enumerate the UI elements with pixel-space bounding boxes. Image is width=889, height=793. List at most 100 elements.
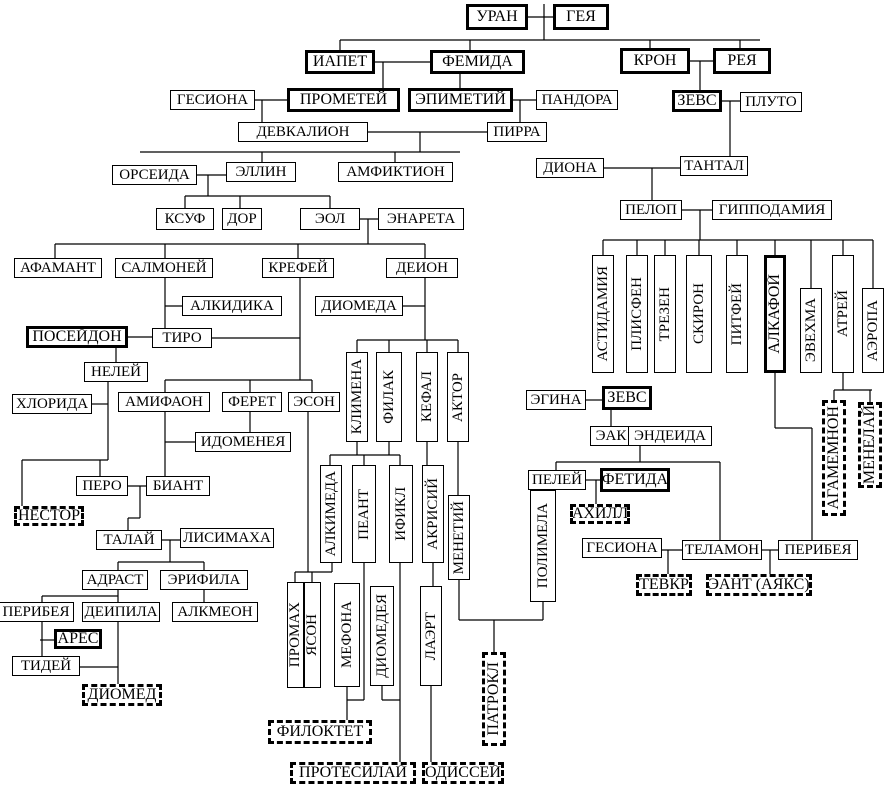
person-name: НЕСТОР bbox=[17, 507, 80, 524]
person-box-pitfey: ПИТФЕЙ bbox=[726, 255, 748, 373]
person-box-erifila: ЭРИФИЛА bbox=[160, 570, 248, 590]
person-box-adrast: АДРАСТ bbox=[82, 570, 148, 590]
person-box-pirra: ПИРРА bbox=[487, 122, 547, 142]
person-box-enareta: ЭНАРЕТА bbox=[378, 208, 464, 230]
person-box-pluto: ПЛУТО bbox=[740, 92, 802, 112]
person-box-menelay: МЕНЕЛАЙ bbox=[858, 402, 882, 488]
person-name: АХИЛЛ bbox=[571, 505, 629, 522]
person-box-iapet: ИАПЕТ bbox=[305, 50, 375, 74]
person-name: ИФИКЛ bbox=[392, 487, 409, 541]
person-name: ЭПИМЕТИЙ bbox=[415, 91, 506, 108]
person-name: ЭСОН bbox=[293, 393, 335, 410]
person-box-filoktet: ФИЛОКТЕТ bbox=[268, 720, 372, 744]
person-box-atrey: АТРЕЙ bbox=[832, 255, 854, 373]
person-name: ПЕРИБЕЯ bbox=[784, 541, 852, 558]
person-name: ДИОМЕД bbox=[87, 686, 157, 703]
person-name: ЭОЛ bbox=[314, 210, 346, 227]
person-name: ГИППОДАМИЯ bbox=[718, 201, 826, 218]
person-name: ПРОМАХ bbox=[287, 602, 303, 668]
person-name: ПОЛИМЕЛА bbox=[534, 503, 551, 589]
person-box-odissey: ОДИССЕЙ bbox=[422, 762, 504, 784]
person-box-dor: ДОР bbox=[222, 208, 262, 230]
person-name: МЕФОНА bbox=[338, 601, 355, 669]
person-box-gesiona1: ГЕСИОНА bbox=[170, 90, 255, 110]
person-box-skiron: СКИРОН bbox=[686, 255, 712, 373]
person-box-ares: АРЕС bbox=[54, 629, 102, 649]
person-box-filak: ФИЛАК bbox=[376, 352, 402, 442]
person-box-uran: УРАН bbox=[466, 4, 528, 30]
person-box-laert: ЛАЭРТ bbox=[420, 586, 442, 686]
person-name: ИАПЕТ bbox=[312, 53, 368, 70]
person-box-alkmeon: АЛКМЕОН bbox=[172, 602, 258, 622]
person-box-feret: ФЕРЕТ bbox=[222, 392, 282, 412]
person-name: ПЕЛЕЙ bbox=[532, 471, 582, 488]
person-name: ОДИССЕЙ bbox=[425, 764, 501, 781]
person-name: УРАН bbox=[476, 8, 518, 25]
person-name: АЛКАФОЙ bbox=[766, 274, 783, 354]
person-name: ЛАЭРТ bbox=[422, 611, 439, 661]
person-name: ОРСЕИДА bbox=[119, 166, 190, 183]
person-box-menetiy: МЕНЕТИЙ bbox=[448, 495, 470, 580]
person-box-diomedeya: ДИОМЕДЕЯ bbox=[370, 586, 394, 686]
person-box-peant: ПЕАНТ bbox=[352, 465, 376, 563]
person-name: ЭГИНА bbox=[530, 391, 582, 408]
person-box-endeida: ЭНДЕИДА bbox=[628, 426, 712, 446]
person-box-geya: ГЕЯ bbox=[553, 4, 609, 30]
person-box-akrisiy: АКРИСИЙ bbox=[422, 465, 444, 563]
person-name: ПАНДОРА bbox=[541, 91, 613, 108]
person-box-hlorida: ХЛОРИДА bbox=[12, 394, 92, 414]
person-box-tidey: ТИДЕЙ bbox=[12, 656, 80, 676]
person-box-zevs2: ЗЕВС bbox=[602, 386, 652, 410]
person-box-pandora: ПАНДОРА bbox=[536, 90, 618, 110]
person-box-poseydon: ПОСЕЙДОН bbox=[26, 326, 128, 348]
person-name: АТРЕЙ bbox=[834, 290, 851, 338]
person-name: САЛМОНЕЙ bbox=[121, 259, 207, 276]
person-name: ТАНТАЛ bbox=[684, 157, 744, 174]
person-box-kefal: КЕФАЛ bbox=[416, 352, 438, 442]
person-box-alkafoy: АЛКАФОЙ bbox=[764, 255, 786, 373]
person-box-astidamiya: АСТИДАМИЯ bbox=[592, 255, 614, 373]
person-name: ЗЕВС bbox=[607, 389, 647, 406]
person-box-devkalion: ДЕВКАЛИОН bbox=[238, 122, 368, 142]
person-box-peley: ПЕЛЕЙ bbox=[528, 470, 586, 490]
person-name: МЕНЕЛАЙ bbox=[861, 405, 878, 485]
person-name: АМИФАОН bbox=[125, 393, 203, 410]
person-name: БИАНТ bbox=[152, 477, 204, 494]
person-name: КРОН bbox=[633, 52, 677, 69]
person-box-eant: ЭАНТ (АЯКС) bbox=[706, 574, 812, 596]
person-box-yason: ЯСОН bbox=[304, 582, 321, 688]
person-name: ЭРИФИЛА bbox=[167, 571, 241, 588]
person-name: ПЕАНТ bbox=[355, 488, 372, 540]
person-name: КРЕФЕЙ bbox=[268, 259, 328, 276]
person-box-patrokl: ПАТРОКЛ bbox=[482, 652, 506, 746]
person-name: ПОСЕЙДОН bbox=[32, 328, 122, 345]
person-box-gippodamiya: ГИППОДАМИЯ bbox=[712, 200, 832, 220]
person-box-pelop: ПЕЛОП bbox=[620, 200, 682, 220]
person-name: ФИЛАК bbox=[380, 370, 397, 424]
person-box-femida: ФЕМИДА bbox=[430, 50, 525, 74]
person-box-fetida: ФЕТИДА bbox=[600, 468, 670, 492]
person-name: ПИТФЕЙ bbox=[728, 282, 745, 346]
person-box-talay: ТАЛАЙ bbox=[96, 530, 162, 550]
person-box-peribeya2: ПЕРИБЕЯ bbox=[778, 540, 858, 560]
person-box-plisfen: ПЛИСФЕН bbox=[626, 255, 648, 373]
person-box-epimetiy: ЭПИМЕТИЙ bbox=[408, 88, 513, 112]
person-name: ДИОНА bbox=[543, 159, 597, 176]
person-box-aktor: АКТОР bbox=[447, 352, 469, 442]
person-name: ТРЕЗЕН bbox=[656, 286, 673, 342]
person-name: ПЛИСФЕН bbox=[628, 277, 645, 351]
person-name: ТЕЛАМОН bbox=[684, 541, 760, 558]
person-box-protesilay: ПРОТЕСИЛАЙ bbox=[290, 762, 416, 784]
person-name: АФАМАНТ bbox=[20, 259, 96, 276]
person-name: ТИДЕЙ bbox=[20, 657, 72, 674]
person-box-deion: ДЕИОН bbox=[386, 258, 458, 278]
person-box-lisimaha: ЛИСИМАХА bbox=[180, 528, 274, 548]
person-box-gesiona2: ГЕСИОНА bbox=[582, 538, 662, 558]
person-box-tantal: ТАНТАЛ bbox=[680, 156, 748, 176]
person-name: ТАЛАЙ bbox=[103, 531, 155, 548]
person-name: АКРИСИЙ bbox=[424, 478, 441, 550]
person-box-eson: ЭСОН bbox=[288, 392, 340, 412]
person-box-orseida: ОРСЕИДА bbox=[112, 165, 197, 185]
person-name: АСТИДАМИЯ bbox=[594, 266, 611, 362]
